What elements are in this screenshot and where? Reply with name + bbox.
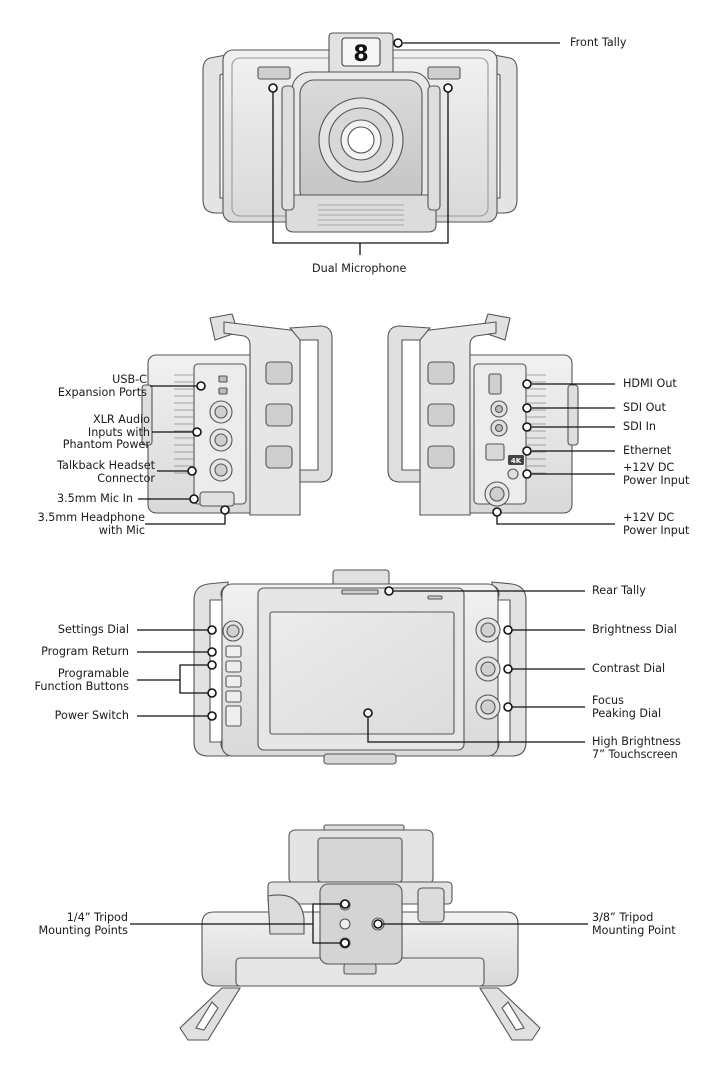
label-power-input-2: +12V DC Power Input bbox=[623, 511, 690, 537]
label-settings-dial: Settings Dial bbox=[57, 623, 129, 636]
label-talkback: Talkback Headset Connector bbox=[57, 459, 155, 485]
label-headphone: 3.5mm Headphone with Mic bbox=[37, 511, 145, 537]
quarter-inch-bottom-marker bbox=[340, 938, 350, 948]
label-function-buttons: Programable Function Buttons bbox=[34, 667, 129, 693]
label-program-return: Program Return bbox=[41, 645, 129, 658]
mic-right-marker bbox=[443, 83, 453, 93]
mic-left-marker bbox=[268, 83, 278, 93]
focus-peaking-marker bbox=[503, 702, 513, 712]
bottom-callouts bbox=[130, 903, 588, 944]
label-ethernet: Ethernet bbox=[623, 444, 672, 457]
headphone-marker bbox=[220, 505, 230, 515]
left-side-callouts bbox=[138, 385, 226, 525]
right-side-view: 4K bbox=[387, 313, 579, 516]
front-tally-number: 8 bbox=[353, 42, 368, 67]
mic-in-marker bbox=[189, 494, 199, 504]
label-usb-c: USB-C Expansion Ports bbox=[57, 373, 147, 399]
left-side-view bbox=[141, 313, 333, 516]
settings-dial-marker bbox=[207, 625, 217, 635]
label-front-tally: Front Tally bbox=[570, 36, 627, 49]
label-rear-tally: Rear Tally bbox=[592, 584, 646, 597]
ethernet-marker bbox=[522, 446, 532, 456]
label-sdi-in: SDI In bbox=[623, 420, 656, 433]
hdmi-out-marker bbox=[522, 379, 532, 389]
bottom-view bbox=[179, 824, 541, 1041]
label-power-switch: Power Switch bbox=[54, 709, 129, 722]
power-input-bottom-marker bbox=[492, 507, 502, 517]
label-power-input-1: +12V DC Power Input bbox=[623, 461, 690, 487]
badge-4k-box bbox=[508, 455, 524, 465]
front-tally-window bbox=[341, 37, 381, 67]
label-sdi-out: SDI Out bbox=[623, 401, 666, 414]
label-quarter-inch-mounts: 1/4” Tripod Mounting Points bbox=[38, 911, 128, 937]
function-button-top-marker bbox=[207, 660, 217, 670]
sdi-out-marker bbox=[522, 403, 532, 413]
power-input-marker bbox=[522, 469, 532, 479]
touchscreen bbox=[269, 611, 455, 735]
rear-callouts bbox=[137, 590, 585, 743]
label-mic-in: 3.5mm Mic In bbox=[56, 492, 133, 505]
front-tally-marker bbox=[393, 38, 403, 48]
program-return-marker bbox=[207, 647, 217, 657]
label-hdmi-out: HDMI Out bbox=[623, 377, 677, 390]
touchscreen-marker bbox=[363, 708, 373, 718]
badge-4k: 4K bbox=[511, 457, 522, 465]
usb-c-marker bbox=[196, 381, 206, 391]
front-view: 8 bbox=[202, 32, 518, 233]
label-three-eighths-mount: 3/8” Tripod Mounting Point bbox=[592, 911, 676, 937]
quarter-inch-top-marker bbox=[340, 899, 350, 909]
label-dual-microphone: Dual Microphone bbox=[312, 262, 407, 275]
sdi-in-marker bbox=[522, 422, 532, 432]
talkback-marker bbox=[187, 466, 197, 476]
xlr-marker bbox=[192, 427, 202, 437]
front-callouts bbox=[272, 42, 560, 255]
label-contrast-dial: Contrast Dial bbox=[592, 662, 666, 675]
power-switch-marker bbox=[207, 711, 217, 721]
contrast-dial-marker bbox=[503, 664, 513, 674]
left-side-handle bbox=[288, 325, 333, 483]
three-eighths-marker bbox=[373, 919, 383, 929]
function-button-bottom-marker bbox=[207, 688, 217, 698]
label-brightness-dial: Brightness Dial bbox=[592, 623, 677, 636]
label-focus-peaking: Focus Peaking Dial bbox=[592, 694, 662, 720]
right-side-handle bbox=[387, 325, 432, 483]
label-xlr: XLR Audio Inputs with Phantom Power bbox=[62, 413, 150, 451]
brightness-dial-marker bbox=[503, 625, 513, 635]
rear-view bbox=[193, 569, 527, 765]
rear-tally-marker bbox=[384, 586, 394, 596]
label-touchscreen: High Brightness 7” Touchscreen bbox=[592, 735, 681, 761]
